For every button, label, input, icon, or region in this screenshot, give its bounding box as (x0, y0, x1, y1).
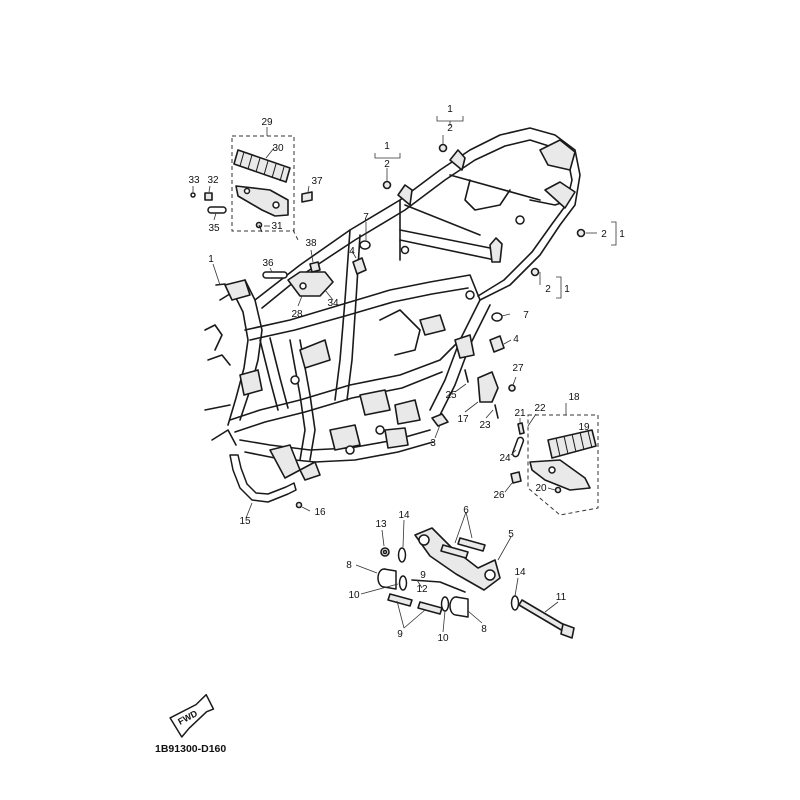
callout-1: 1 (619, 229, 625, 240)
callout-2: 2 (545, 284, 551, 295)
callout-32: 32 (207, 175, 219, 186)
callout-34: 34 (327, 298, 339, 309)
callout-25: 25 (445, 390, 457, 401)
left-bracket-group (262, 261, 334, 301)
callout-14: 14 (398, 510, 410, 521)
callout-3: 3 (430, 438, 436, 449)
fwd-arrow-icon: FWD (169, 693, 215, 738)
callout-1: 1 (564, 284, 570, 295)
callout-7: 7 (523, 310, 529, 321)
callout-4: 4 (513, 334, 519, 345)
callout-28: 28 (291, 309, 303, 320)
callout-2: 2 (447, 123, 453, 134)
callout-1: 1 (447, 104, 453, 115)
callout-20: 20 (535, 483, 547, 494)
callout-6: 6 (463, 505, 469, 516)
callout-16: 16 (314, 507, 326, 518)
callout-26: 26 (493, 490, 505, 501)
callout-8: 8 (346, 560, 352, 571)
callout-leaders (192, 116, 617, 633)
callout-29: 29 (261, 117, 273, 128)
callout-19: 19 (578, 422, 590, 433)
callout-30: 30 (272, 143, 284, 154)
callout-36: 36 (262, 258, 274, 269)
left-footrest-assembly (190, 135, 313, 241)
callout-24: 24 (499, 453, 511, 464)
callout-1: 1 (208, 254, 214, 265)
callout-2: 2 (601, 229, 607, 240)
callout-35: 35 (208, 223, 220, 234)
callout-21: 21 (514, 408, 526, 419)
callout-31: 31 (271, 221, 283, 232)
callout-18: 18 (568, 392, 580, 403)
callout-13: 13 (375, 519, 387, 530)
callout-8: 8 (481, 624, 487, 635)
callout-1: 1 (384, 141, 390, 152)
callout-7: 7 (363, 212, 369, 223)
callout-11: 11 (556, 592, 567, 603)
callout-5: 5 (508, 529, 514, 540)
callout-labels: 1 2 1 2 2 1 2 1 1 3 4 4 5 6 7 7 8 8 9 9 … (188, 104, 625, 644)
callout-9: 9 (420, 570, 426, 581)
callout-9: 9 (397, 629, 403, 640)
diagram-code: 1B91300-D160 (155, 743, 226, 755)
callout-10: 10 (348, 590, 360, 601)
callout-15: 15 (239, 516, 251, 527)
main-frame (204, 127, 581, 481)
callout-23: 23 (479, 420, 491, 431)
callout-14: 14 (514, 567, 526, 578)
callout-27: 27 (512, 363, 524, 374)
callout-10: 10 (437, 633, 449, 644)
callout-37: 37 (311, 176, 323, 187)
callout-33: 33 (188, 175, 200, 186)
small-parts (215, 143, 586, 427)
callout-22: 22 (534, 403, 546, 414)
callout-17: 17 (457, 414, 469, 425)
engine-mount-parts (377, 527, 575, 639)
callout-12: 12 (416, 584, 428, 595)
callout-4: 4 (349, 246, 355, 257)
side-stand-hose (229, 454, 311, 512)
callout-2: 2 (384, 159, 390, 170)
right-footrest-assembly (510, 414, 599, 516)
callout-38: 38 (305, 238, 317, 249)
